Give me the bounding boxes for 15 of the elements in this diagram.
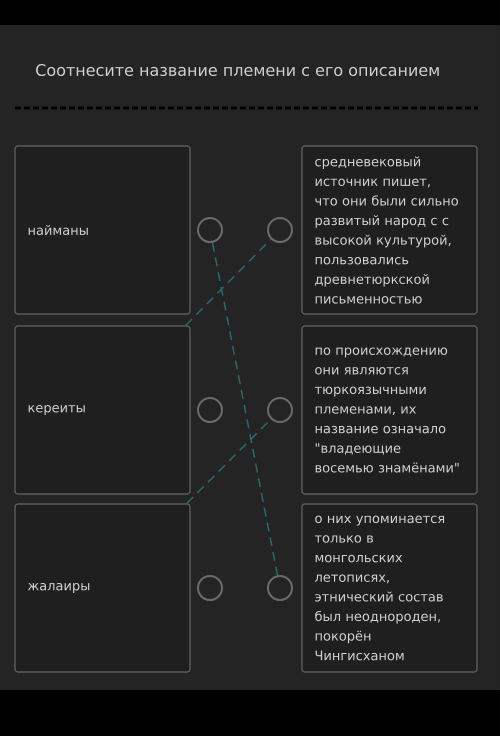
matching-line [212,242,278,576]
connector-dot [267,397,293,423]
connector-dot [267,575,293,601]
connector-dot [197,217,223,243]
connector-dot [197,575,223,601]
title: Соотнесите название племени с его описанием [36,64,439,76]
description-box: средневековый источник пишет, что они были сильно развитый народ с с высокой культурой, пользовались древнетюркской письменностью [301,145,478,315]
description-box: по происхождению они являются тюркоязычными племенами, их название означало "владеющие восемью знамёнами" [301,325,478,495]
answer-box: кереиты [14,325,191,495]
description-box: о них упоминается только в монгольских летописях, этнический состав был неоднороден, покорён Чингисханом [301,503,478,673]
connector-dot [267,217,293,243]
answer-box: жалаиры [14,503,191,673]
answer-box: найманы [14,145,191,315]
matching-line [185,238,272,326]
connector-dot [197,397,223,423]
